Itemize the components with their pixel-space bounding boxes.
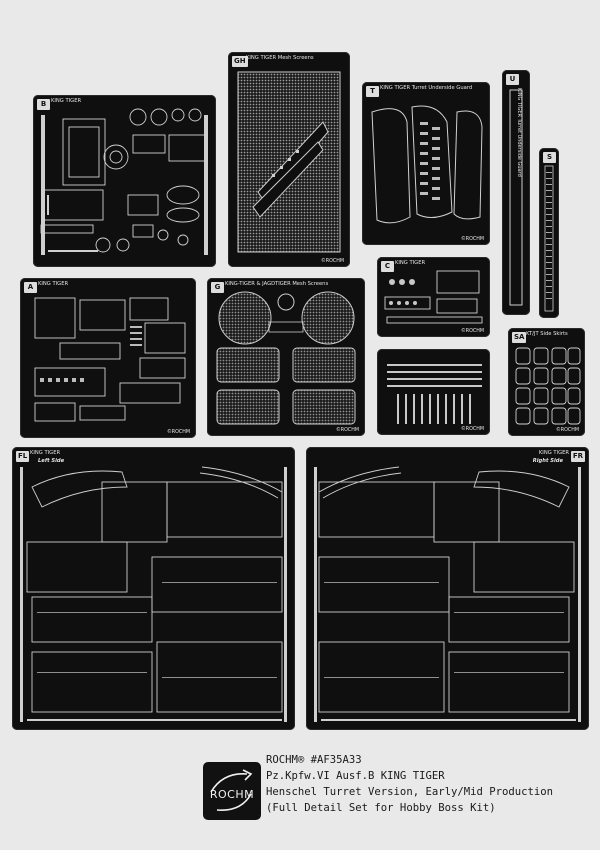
fret-u-title: KING TIGER Turret Underside Guard [516,88,522,177]
fret-gh-parts [237,71,341,253]
fret-k-parts [387,364,482,424]
product-version: Henschel Turret Version, Early/Mid Produ… [266,786,554,798]
product-info: ROCHM® #AF35A33 Pz.Kpfw.VI Ausf.B KING T… [266,752,553,816]
fret-b-parts [40,108,208,255]
fret-fr: FR KING TIGER Right Side [306,447,589,730]
rochm-logo: ROCHM [203,762,261,820]
fret-a: A KING TIGER ©ROCHM [20,278,196,438]
fret-a-title: KING TIGER [38,281,69,287]
fret-g-code: G [211,282,224,293]
fret-sa-logo: ©ROCHM [555,428,579,433]
rochm-logo-text: ROCHM [209,788,255,801]
fret-t-title: KING TIGER Turret Underside Guard [380,85,473,91]
fret-c-parts [384,270,483,324]
fret-s-code: S [543,152,556,163]
fret-k-logo: ©ROCHM [460,427,484,432]
fret-s: S [539,148,559,318]
fret-b-code: B [37,99,50,110]
fret-c-code: C [381,261,394,272]
fret-gh-code: GH [232,56,248,67]
fret-sa-parts [515,347,581,425]
fret-gh: GH KING TIGER Mesh Screens ©ROCHM [228,52,350,267]
fret-gh-logo: ©ROCHM [320,259,344,264]
fret-fr-side: Right Side [532,458,563,464]
fret-t-code: T [366,86,379,97]
fret-fr-title: KING TIGER [538,450,569,456]
fret-g-parts [216,291,356,425]
fret-fl-title: KING TIGER [30,450,61,456]
fret-s-parts [544,165,554,312]
fret-t-logo: ©ROCHM [460,237,484,242]
fret-b: B KING TIGER [33,95,216,267]
fret-a-logo: ©ROCHM [166,430,190,435]
fret-g-logo: ©ROCHM [335,428,359,433]
fret-u: U KING TIGER Turret Underside Guard [502,70,530,315]
fret-c: C KING TIGER ©ROCHM [377,257,490,337]
fret-sa-title: KT/JT Side Skirts [526,331,568,337]
rochm-logo-mark [210,769,253,811]
fret-c-logo: ©ROCHM [460,329,484,334]
product-name: Pz.Kpfw.VI Ausf.B KING TIGER [266,770,445,782]
fret-a-code: A [24,282,37,293]
fret-fl-code: FL [16,451,30,462]
fret-fr-code: FR [570,451,585,462]
fret-u-parts [509,89,523,306]
fret-t-parts [371,105,483,224]
fret-fl-side: Left Side [38,458,65,464]
product-code: ROCHM® #AF35A33 [266,754,362,766]
fret-fr-parts [314,466,581,722]
fret-g: G KING-TIGER & JAGDTIGER Mesh Screens ©R… [207,278,365,436]
fret-u-code: U [506,74,519,85]
fret-g-title: KING-TIGER & JAGDTIGER Mesh Screens [225,281,329,287]
fret-fl: FL KING TIGER Left Side [12,447,295,730]
fret-a-parts [34,297,186,422]
fret-sa: SA KT/JT Side Skirts ©ROCHM [508,328,585,436]
product-kit: (Full Detail Set for Hobby Boss Kit) [266,802,496,814]
fret-b-title: KING TIGER [51,98,82,104]
fret-gh-title: KING TIGER Mesh Screens [246,55,314,61]
fret-fl-parts [20,466,287,722]
fret-sa-code: SA [512,332,527,343]
fret-k: ©ROCHM [377,349,490,435]
fret-t: T KING TIGER Turret Underside Guard ©ROC… [362,82,490,245]
fret-c-title: KING TIGER [395,260,426,266]
